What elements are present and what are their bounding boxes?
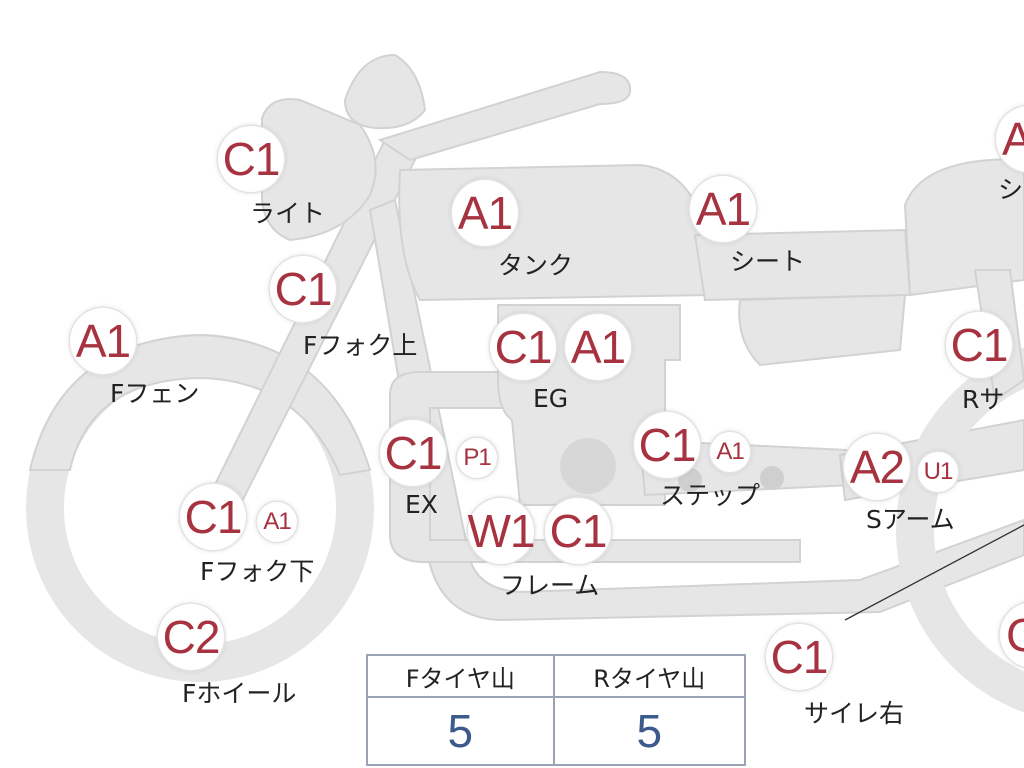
part-label-swingarm: Sアーム	[866, 505, 955, 534]
front-tire-header: Fタイヤ山	[366, 654, 555, 698]
part-label-ffork-lower: Fフォク下	[200, 557, 315, 586]
grade-badge: C2	[158, 604, 224, 670]
grade-badge: W1	[468, 498, 536, 564]
engine-cover-shape	[560, 438, 616, 494]
frame-lower-shape	[389, 371, 801, 563]
part-label-rsus: Rサ	[962, 385, 1005, 414]
part-label-light: ライト	[250, 199, 326, 228]
part-label-seat: シート	[730, 247, 806, 276]
grade-badge: C1	[270, 256, 336, 322]
grade-badge: A2	[844, 434, 910, 500]
grade-badge: P1	[457, 438, 497, 478]
grade-badge: A	[996, 106, 1024, 172]
part-label-fwheel: Fホイール	[182, 679, 297, 708]
rear-wheel-shape	[896, 347, 1024, 713]
part-label-step: ステップ	[660, 481, 761, 510]
side-cover-shape	[738, 293, 907, 367]
grade-badge: C1	[766, 624, 832, 690]
grade-badge: C1	[180, 484, 246, 550]
grade-badge: C1	[946, 312, 1012, 378]
grade-badge: C1	[490, 314, 556, 380]
grade-badge: A1	[565, 314, 631, 380]
front-tire-value: 5	[366, 696, 555, 766]
part-label-exhaust: EX	[405, 490, 438, 519]
grade-badge: C1	[634, 412, 700, 478]
grade-badge: C1	[545, 498, 611, 564]
tire-tread-table: Fタイヤ山 Rタイヤ山 5 5	[366, 654, 747, 766]
grade-badge: C1	[218, 126, 284, 192]
mirror-shape	[343, 53, 427, 130]
grade-badge: A1	[452, 180, 518, 246]
part-label-ffender: Fフェン	[110, 379, 200, 408]
grade-badge: A1	[257, 502, 297, 542]
part-label-frame: フレーム	[500, 571, 600, 600]
pointer-line	[844, 524, 1024, 621]
rear-tail-shape	[903, 156, 1024, 297]
headlight-shape	[261, 98, 377, 242]
rear-tire-header: Rタイヤ山	[552, 654, 747, 698]
part-label-ffork-upper: Fフォク上	[303, 331, 418, 360]
grade-badge: A1	[710, 432, 750, 472]
part-label-engine: EG	[533, 384, 569, 413]
rear-tire-value: 5	[552, 696, 747, 766]
grade-badge: A1	[690, 176, 756, 242]
frame-tube-shape	[368, 198, 1024, 622]
grade-badge: U1	[918, 452, 958, 492]
part-label-right-cut-top: シ	[998, 175, 1024, 204]
handlebar-shape	[377, 70, 632, 162]
grade-badge: C1	[380, 420, 446, 486]
part-label-side-cover-right: サイレ右	[804, 699, 905, 728]
grade-badge: A1	[70, 308, 136, 374]
part-label-tank: タンク	[498, 251, 574, 280]
